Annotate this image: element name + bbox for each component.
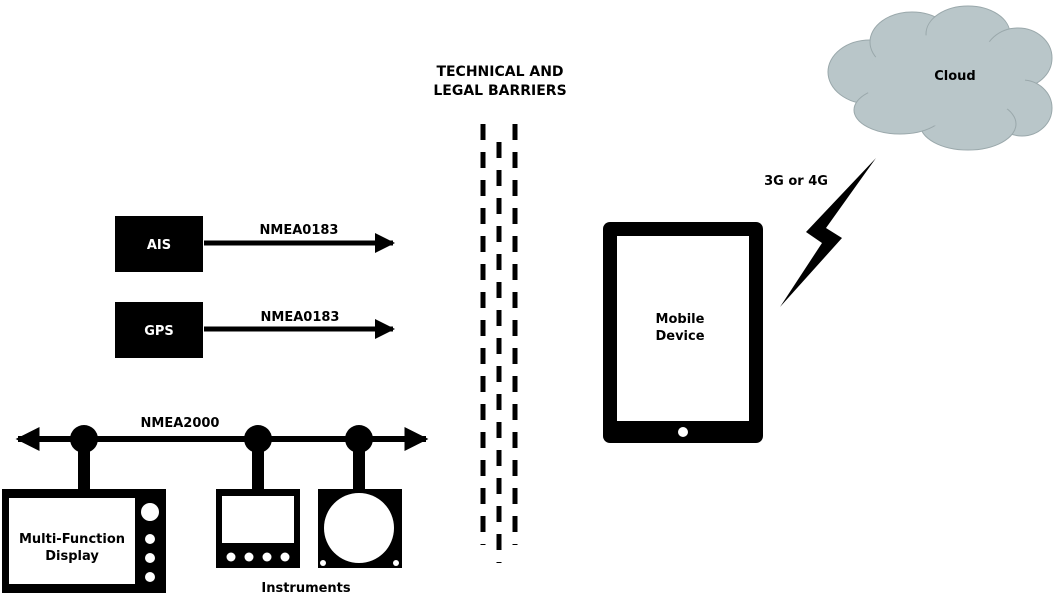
home-button-icon bbox=[678, 427, 688, 437]
instrument-digital bbox=[216, 489, 300, 568]
mfd-button-icon bbox=[145, 534, 155, 544]
ais-protocol-label: NMEA0183 bbox=[260, 223, 339, 238]
instrument-analog bbox=[318, 489, 402, 568]
cloud-shape bbox=[827, 5, 1053, 151]
instrument-2-button-icon bbox=[393, 560, 399, 566]
mfd-button-icon bbox=[145, 572, 155, 582]
gps-unit: GPS NMEA0183 bbox=[115, 302, 395, 358]
bus-node-instrument-1 bbox=[244, 425, 272, 453]
wireless-link: 3G or 4G bbox=[764, 158, 876, 307]
ais-unit: AIS NMEA0183 bbox=[115, 216, 395, 272]
nmea2000-bus: NMEA2000 bbox=[15, 416, 429, 490]
barrier-lines bbox=[480, 124, 518, 563]
bus-node-instrument-2 bbox=[345, 425, 373, 453]
gps-box bbox=[115, 302, 203, 358]
cloud: Cloud bbox=[827, 5, 1053, 151]
mfd-knob-icon bbox=[141, 503, 159, 521]
bus-label: NMEA2000 bbox=[141, 416, 220, 431]
mfd-label-line2: Display bbox=[45, 549, 99, 564]
gauge-dial-icon bbox=[324, 493, 394, 563]
instrument-1-button-icon bbox=[280, 552, 290, 562]
bus-node-mfd bbox=[70, 425, 98, 453]
mfd-button-icon bbox=[145, 553, 155, 563]
mfd-screen bbox=[9, 498, 135, 584]
barrier-title-line2: LEGAL BARRIERS bbox=[433, 83, 566, 99]
mobile-device: Mobile Device bbox=[603, 222, 763, 443]
gps-protocol-label: NMEA0183 bbox=[261, 310, 340, 325]
instrument-1-button-icon bbox=[262, 552, 272, 562]
mobile-device-screen bbox=[617, 236, 749, 421]
cloud-label: Cloud bbox=[934, 69, 976, 84]
barrier-title: TECHNICAL AND LEGAL BARRIERS bbox=[433, 64, 566, 99]
drop-cable-instrument-2 bbox=[353, 440, 365, 490]
instrument-1-button-icon bbox=[244, 552, 254, 562]
link-label: 3G or 4G bbox=[764, 174, 828, 189]
gps-label: GPS bbox=[144, 324, 174, 339]
drop-cable-mfd bbox=[78, 440, 90, 490]
multi-function-display: Multi-Function Display bbox=[2, 489, 166, 593]
instruments-label: Instruments bbox=[261, 581, 351, 596]
drop-cable-instrument-1 bbox=[252, 440, 264, 490]
barrier-title-line1: TECHNICAL AND bbox=[436, 64, 563, 80]
ais-box bbox=[115, 216, 203, 272]
mobile-label-line2: Device bbox=[655, 329, 704, 344]
lightning-bolt-icon bbox=[780, 158, 876, 307]
mobile-label-line1: Mobile bbox=[656, 312, 705, 327]
mfd-label-line1: Multi-Function bbox=[19, 532, 125, 547]
instrument-2-button-icon bbox=[320, 560, 326, 566]
instrument-1-button-icon bbox=[226, 552, 236, 562]
instrument-1-screen bbox=[222, 496, 294, 543]
ais-label: AIS bbox=[147, 238, 171, 253]
